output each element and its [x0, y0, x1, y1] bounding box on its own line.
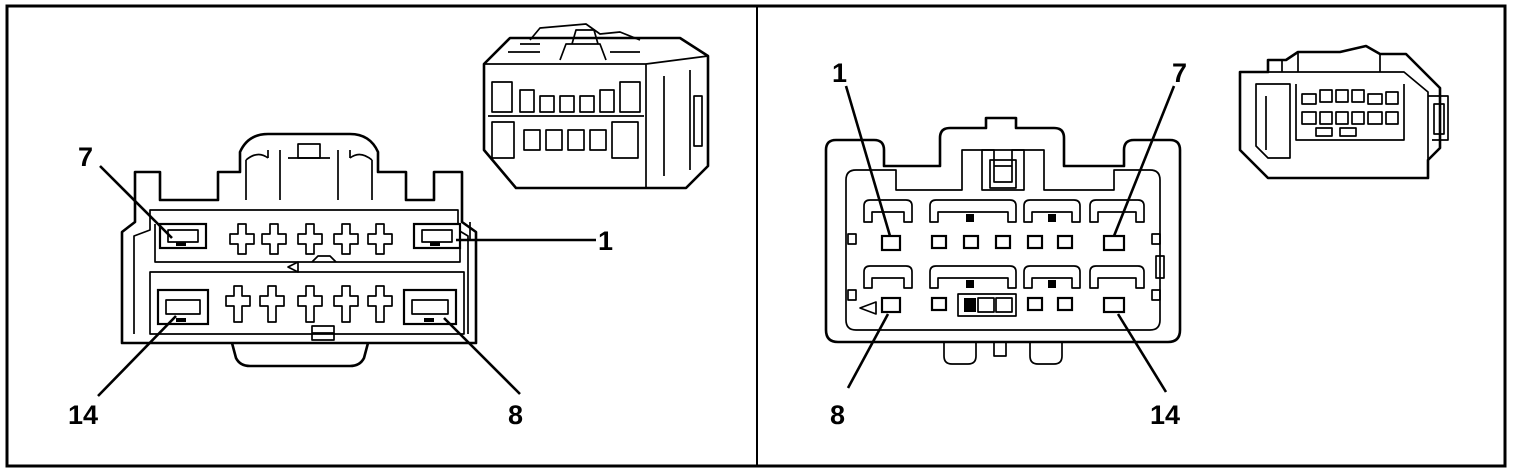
right-panel: 1 7 8 14	[824, 44, 1449, 430]
left-connector-face	[120, 132, 478, 368]
right-leader-14	[1116, 313, 1168, 393]
right-connector-isometric	[1238, 44, 1449, 180]
right-pin-label-14: 14	[1150, 400, 1180, 430]
left-pin-label-7: 7	[78, 142, 93, 172]
right-leader-7	[1112, 85, 1176, 237]
left-leader-14	[97, 315, 177, 397]
left-connector-isometric	[482, 23, 710, 190]
right-leader-8	[846, 313, 890, 389]
left-pin-label-8: 8	[508, 400, 523, 430]
left-pin-label-1: 1	[598, 226, 613, 256]
left-leader-8	[443, 317, 521, 395]
right-pin-label-1: 1	[832, 58, 847, 88]
left-leader-7	[99, 165, 173, 239]
left-pin-label-14: 14	[68, 400, 98, 430]
right-pin-label-7: 7	[1172, 58, 1187, 88]
right-connector-face	[824, 116, 1182, 365]
left-panel: 7 1 14 8	[68, 23, 710, 430]
right-pin-label-8: 8	[830, 400, 845, 430]
right-leader-1	[844, 85, 892, 237]
